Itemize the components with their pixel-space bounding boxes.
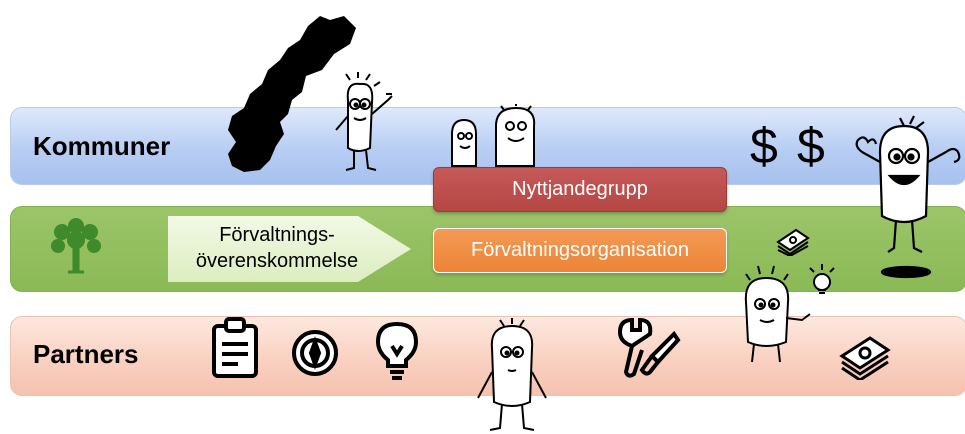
lightbulb-icon [375, 321, 419, 380]
agreement-line-1: Förvaltnings- [219, 224, 335, 246]
agreement-arrow [168, 216, 411, 282]
partners-label: Partners [33, 339, 139, 369]
nyttjandegrupp-box: Nyttjandegrupp [433, 167, 727, 212]
dollar-sign-2: $ [797, 118, 825, 174]
dollar-sign-1: $ [750, 118, 778, 174]
money-stack-icon [776, 228, 810, 256]
jumping-character-icon [855, 115, 961, 279]
compass-icon [292, 330, 338, 376]
idea-character-icon [335, 72, 393, 171]
money-stack-icon-2 [839, 336, 891, 380]
thinking-character-icon [744, 264, 835, 363]
clipboard-icon [212, 317, 258, 378]
tree-gears-icon [51, 218, 101, 274]
forvaltningsorganisation-box: Förvaltningsorganisation [433, 228, 727, 273]
agreement-line-2: överenskommelse [195, 250, 359, 272]
agreement-text: Förvaltnings- överenskommelse [184, 222, 370, 274]
partners-band [10, 316, 965, 396]
standing-character-icon [477, 318, 547, 431]
sweden-map-icon [228, 16, 356, 172]
pair-characters-icon [451, 104, 536, 167]
kommuner-label: Kommuner [33, 131, 171, 161]
forvaltningsorganisation-label: Förvaltningsorganisation [471, 239, 689, 261]
nyttjandegrupp-label: Nyttjandegrupp [512, 178, 648, 200]
tools-icon [617, 317, 681, 378]
